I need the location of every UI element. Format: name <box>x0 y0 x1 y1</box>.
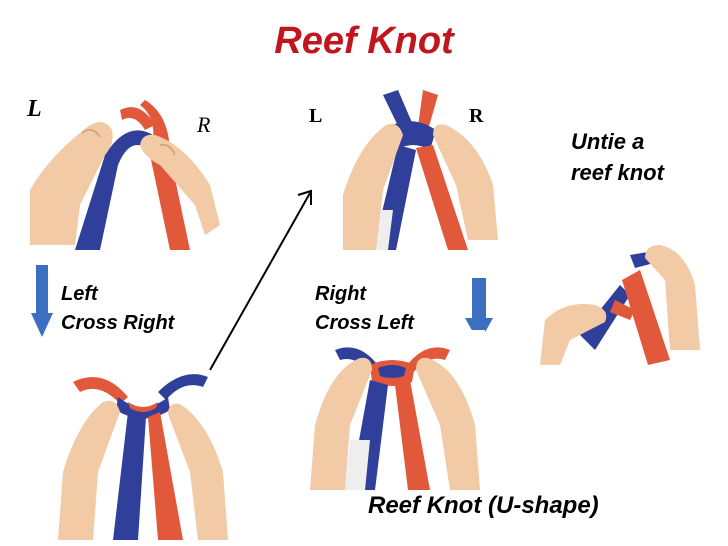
step-1-caption-line2: Cross Right <box>61 312 175 334</box>
photo-reef-knot-result <box>300 330 485 490</box>
photo-untie-knot <box>540 240 700 370</box>
down-arrow-icon <box>31 265 53 337</box>
step-2-caption-line1: Right <box>315 283 367 305</box>
untie-caption-line2: reef knot <box>571 160 664 185</box>
hand-label-right-2: R <box>469 105 484 127</box>
untie-caption-line1: Untie a <box>571 129 645 154</box>
step-1-caption-line1: Left <box>61 283 98 305</box>
reef-knot-final-caption: Reef Knot (U-shape) <box>368 492 599 519</box>
hand-label-right: R <box>197 112 211 137</box>
photo-step-1-result <box>58 362 228 540</box>
hand-label-left-2: L <box>309 105 323 127</box>
step-2-caption-line2: Cross Left <box>315 312 414 334</box>
photo-step-2-start <box>338 90 498 250</box>
step-1-caption: Left Cross Right <box>61 280 174 338</box>
diagonal-arrow-icon <box>205 185 320 380</box>
step-2-caption: Right Cross Left <box>315 280 414 338</box>
untie-caption: Untie a reef knot <box>571 126 664 188</box>
photo-step-1-start <box>20 95 220 250</box>
hand-label-left: L <box>27 96 42 122</box>
page-title: Reef Knot <box>274 20 454 62</box>
